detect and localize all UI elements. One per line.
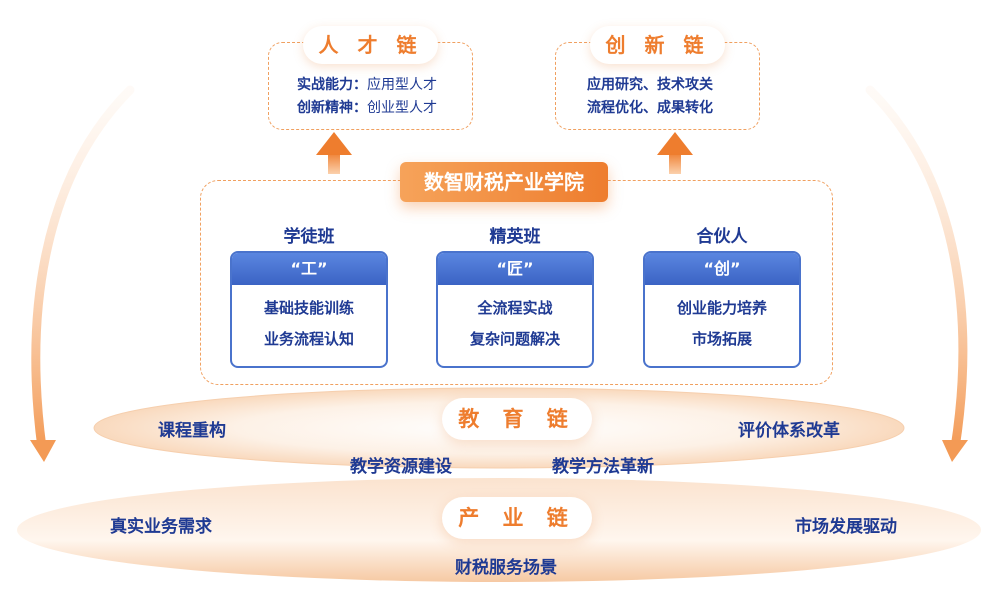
industry-item-scenario: 财税服务场景 <box>455 558 557 578</box>
column-heading-partner: 合伙人 <box>696 227 748 247</box>
education-item-methods: 教学方法革新 <box>552 457 654 477</box>
innovation-line-2: 流程优化、成果转化 <box>587 100 713 116</box>
card-apprentice: “工” 基础技能训练 业务流程认知 <box>230 251 388 368</box>
up-arrow-innovation <box>657 132 693 174</box>
education-chain-title: 教 育 链 <box>442 398 592 440</box>
card-partner-line-1: 创业能力培养 <box>676 299 767 317</box>
talent-chain-title: 人 才 链 <box>303 26 438 64</box>
card-elite: “匠” 全流程实战 复杂问题解决 <box>436 251 594 368</box>
right-arc-arrow <box>865 85 968 453</box>
column-heading-elite: 精英班 <box>489 227 541 247</box>
card-elite-line-1: 全流程实战 <box>477 299 553 317</box>
up-arrow-talent <box>316 132 352 174</box>
industry-item-demand: 真实业务需求 <box>110 517 212 537</box>
talent-line-1: 实战能力：应用型人才 <box>297 74 437 94</box>
card-elite-badge: “匠” <box>438 253 592 285</box>
card-partner: “创” 创业能力培养 市场拓展 <box>643 251 801 368</box>
card-partner-line-2: 市场拓展 <box>691 330 752 348</box>
innovation-chain-title: 创 新 链 <box>590 26 725 64</box>
education-item-evaluation: 评价体系改革 <box>738 421 840 441</box>
card-elite-line-2: 复杂问题解决 <box>469 330 560 348</box>
card-apprentice-line-1: 基础技能训练 <box>263 299 354 317</box>
left-arc-arrow <box>31 85 135 453</box>
column-heading-apprentice: 学徒班 <box>283 227 335 247</box>
card-apprentice-badge: “工” <box>232 253 386 285</box>
innovation-line-1: 应用研究、技术攻关 <box>587 77 713 93</box>
education-item-resources: 教学资源建设 <box>350 457 452 477</box>
talent-line-2: 创新精神：创业型人才 <box>297 97 437 117</box>
card-apprentice-line-2: 业务流程认知 <box>263 330 354 348</box>
education-item-curriculum: 课程重构 <box>158 421 226 441</box>
right-arc-arrowhead <box>942 440 968 462</box>
academy-title: 数智财税产业学院 <box>400 162 608 202</box>
left-arc-arrowhead <box>30 440 56 462</box>
talent-line-2-key: 创新精神： <box>297 100 367 116</box>
talent-line-1-value: 应用型人才 <box>367 77 437 93</box>
industry-item-market: 市场发展驱动 <box>795 517 897 537</box>
talent-line-2-value: 创业型人才 <box>367 100 437 116</box>
talent-line-1-key: 实战能力： <box>297 77 367 93</box>
industry-chain-title: 产 业 链 <box>442 497 592 539</box>
card-partner-badge: “创” <box>645 253 799 285</box>
